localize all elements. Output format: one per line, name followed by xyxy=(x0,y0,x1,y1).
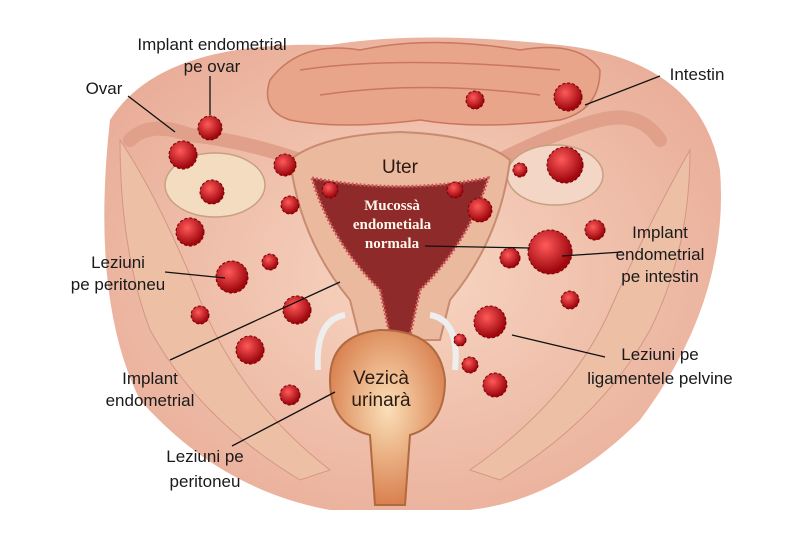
label-implant-intestin-1: Implant xyxy=(632,223,688,242)
label-implant-endometrial-2: endometrial xyxy=(106,391,195,410)
lesion-blob xyxy=(527,229,573,275)
lesion-blob xyxy=(197,115,223,141)
bladder xyxy=(328,328,447,506)
label-leziuni-left-1: Leziuni xyxy=(91,253,145,272)
leader-mucoasa xyxy=(424,245,531,249)
lesion-blob xyxy=(584,219,606,241)
label-mucoasa-2: endometiala xyxy=(353,217,432,233)
lesion-blob xyxy=(175,217,205,247)
lesion-blob xyxy=(560,290,580,310)
uterine-cavity xyxy=(309,176,491,337)
label-leziuni-bottom-1: Leziuni pe xyxy=(166,447,244,466)
intestine-coils xyxy=(266,41,601,126)
lesion-blob xyxy=(553,82,583,112)
label-implant-ovar-1: Implant endometrial xyxy=(137,35,286,54)
lesion-blob xyxy=(482,372,508,398)
label-mucoasa-3: normala xyxy=(365,236,420,252)
lesion-blob xyxy=(168,140,198,170)
leader-leziuni-left xyxy=(164,271,226,279)
leader-ovar xyxy=(127,95,176,133)
lesion-blob xyxy=(279,384,301,406)
label-implant-intestin-2: endometrial xyxy=(616,245,705,264)
lesion-blob xyxy=(446,181,464,199)
label-implant-endometrial-1: Implant xyxy=(122,369,178,388)
lesion-blob xyxy=(453,333,467,347)
endometrial-lesions xyxy=(168,82,606,406)
label-ovar: Ovar xyxy=(86,79,123,98)
left-pelvic-wall xyxy=(119,138,332,481)
label-vezica-1: Vezicà xyxy=(353,368,409,389)
label-ligamente-2: ligamentele pelvine xyxy=(587,369,733,388)
lesion-blob xyxy=(499,247,521,269)
lesion-blob xyxy=(461,356,479,374)
label-intestin: Intestin xyxy=(670,65,725,84)
leader-leziuni-bottom xyxy=(231,391,336,447)
label-uter: Uter xyxy=(382,157,419,178)
lesion-blob xyxy=(273,153,297,177)
lesion-blob xyxy=(546,146,584,184)
lesion-blob xyxy=(280,195,300,215)
label-ligamente-1: Leziuni pe xyxy=(621,345,699,364)
lesion-blob xyxy=(215,260,249,294)
label-implant-ovar-2: pe ovar xyxy=(184,57,241,76)
label-leziuni-left-2: pe peritoneu xyxy=(71,275,166,294)
leader-ligamente xyxy=(511,334,606,358)
label-vezica-2: urinarà xyxy=(351,390,411,411)
lesion-blob xyxy=(512,162,528,178)
label-mucoasa-1: Mucossà xyxy=(364,198,420,214)
leader-implant-endometrial xyxy=(169,281,341,361)
lesion-blob xyxy=(235,335,265,365)
lesion-blob xyxy=(199,179,225,205)
label-implant-intestin-3: pe intestin xyxy=(621,267,699,286)
leader-implant-intestin xyxy=(561,251,623,257)
lesion-blob xyxy=(261,253,279,271)
lesion-blob xyxy=(465,90,485,110)
label-leziuni-bottom-2: peritoneu xyxy=(170,472,241,491)
lesion-blob xyxy=(282,295,312,325)
lesion-blob xyxy=(321,181,339,199)
leader-intestin xyxy=(584,75,661,106)
right-pelvic-wall xyxy=(468,148,691,481)
lesion-blob xyxy=(473,305,507,339)
lesion-blob xyxy=(467,197,493,223)
right-fallopian-tube xyxy=(493,110,667,167)
lesion-blob xyxy=(190,305,210,325)
left-fallopian-tube xyxy=(123,121,307,167)
